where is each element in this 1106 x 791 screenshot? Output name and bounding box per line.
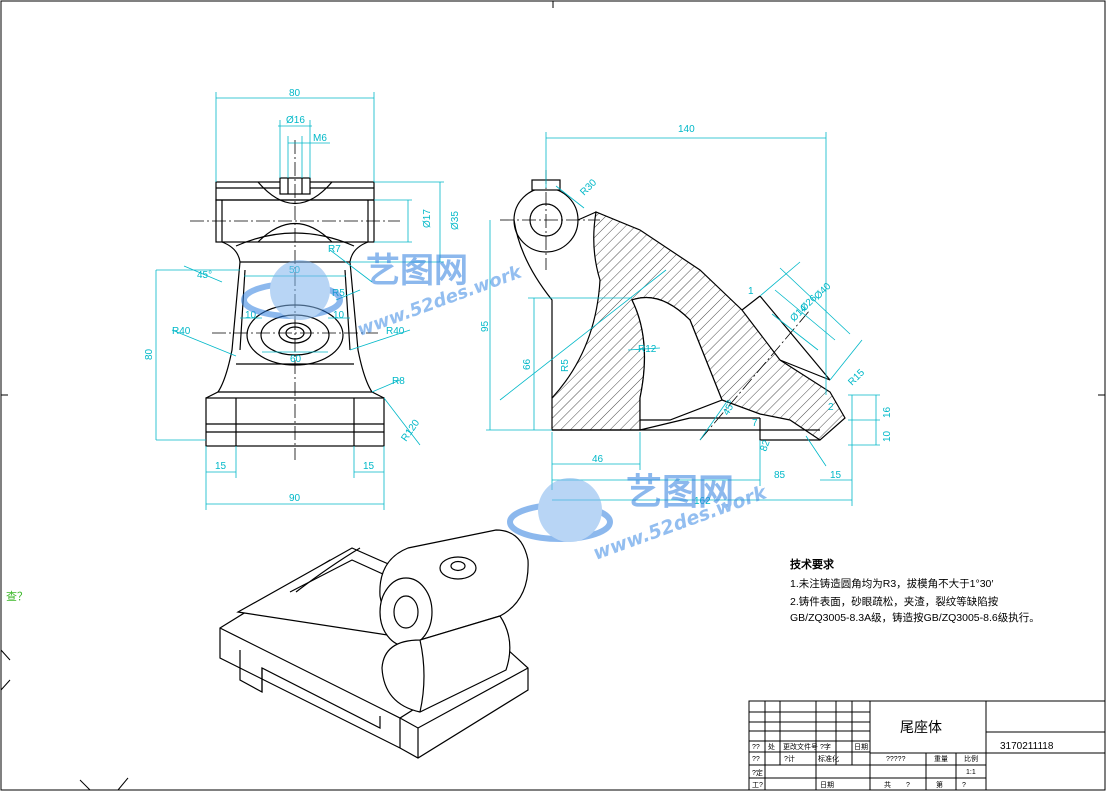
watermark-logo-text-2: 艺图网 bbox=[626, 472, 734, 513]
dim-r8: R8 bbox=[392, 376, 405, 387]
dim-r5-side: R5 bbox=[560, 359, 571, 372]
dim-r120: R120 bbox=[399, 417, 422, 443]
tb-cell-10: 1:1 bbox=[966, 769, 976, 776]
dim-length-140: 140 bbox=[678, 124, 695, 135]
tb-cell-15: ? bbox=[906, 782, 910, 789]
dim-r40-right: R40 bbox=[386, 326, 405, 337]
tb-cell-14: 共 bbox=[884, 780, 891, 789]
tb-cell-2: 处 bbox=[768, 742, 775, 751]
tb-cell-6: 标准化 bbox=[818, 754, 839, 763]
side-view-centerlines bbox=[500, 170, 811, 441]
dim-46: 46 bbox=[592, 454, 604, 465]
tb-cell-3: 更改文件号 bbox=[783, 742, 818, 751]
isometric-view bbox=[219, 529, 529, 759]
technical-note-line-2: 2.铸件表面，砂眼疏松，夹渣，裂纹等缺陷按 bbox=[790, 596, 999, 608]
side-view-dimension-lines bbox=[486, 132, 880, 506]
tb-cell-18: ?定 bbox=[752, 768, 763, 777]
dim-height-95: 95 bbox=[480, 320, 491, 332]
watermark-globe-icon bbox=[241, 260, 343, 320]
dim-angle-45: 45° bbox=[197, 270, 212, 281]
dim-85: 85 bbox=[774, 470, 786, 481]
dim-10-side: 10 bbox=[882, 430, 893, 442]
dim-height-80: 80 bbox=[144, 348, 155, 360]
dim-16: 16 bbox=[882, 406, 893, 418]
left-edge-note: 查？ bbox=[6, 591, 28, 603]
dim-162: 162 bbox=[694, 496, 711, 507]
dim-10-left: 10 bbox=[245, 310, 257, 321]
dim-height-66: 66 bbox=[522, 358, 533, 370]
tb-cell-19: ?计 bbox=[784, 754, 795, 763]
tb-cell-13: 日期 bbox=[820, 781, 834, 789]
front-view-dimension-lines bbox=[155, 92, 444, 510]
part-name: 尾座体 bbox=[900, 719, 942, 735]
dim-r30: R30 bbox=[578, 177, 599, 198]
tb-cell-12: 工? bbox=[752, 782, 763, 789]
technical-notes-heading: 技术要求 bbox=[790, 559, 834, 571]
dim-15-side: 15 bbox=[830, 470, 842, 481]
dim-r15: R15 bbox=[846, 367, 867, 388]
tb-cell-5: 日期 bbox=[854, 743, 868, 751]
title-block-texts: 尾座体 3170211118 ?? 处 更改文件号 ?字 日期 标准化 ????… bbox=[752, 719, 1054, 789]
dim-15-left: 15 bbox=[215, 461, 227, 472]
dim-15-right: 15 bbox=[363, 461, 375, 472]
tb-cell-11: ?? bbox=[752, 756, 760, 763]
drawing-number: 3170211118 bbox=[1000, 741, 1054, 752]
dim-60: 60 bbox=[290, 354, 302, 365]
tb-cell-17: ? bbox=[962, 782, 966, 789]
title-block bbox=[748, 700, 1106, 791]
dim-dia-35: Ø35 bbox=[450, 211, 461, 230]
dim-thread-m6: M6 bbox=[313, 133, 327, 144]
dim-2: 2 bbox=[828, 402, 834, 413]
watermark-globe-icon-2 bbox=[507, 478, 613, 542]
tb-cell-7: ????? bbox=[886, 756, 906, 763]
dim-1: 1 bbox=[748, 286, 754, 297]
tb-cell-9: 比例 bbox=[964, 754, 978, 763]
side-view bbox=[513, 179, 846, 441]
tb-cell-4: ?字 bbox=[820, 742, 831, 751]
tb-cell-16: 第 bbox=[936, 780, 943, 789]
technical-note-line-3: GB/ZQ3005-8.3A级，铸造按GB/ZQ3005-8.6级执行。 bbox=[790, 612, 1040, 624]
watermark-2: 艺图网 www.52des.work bbox=[507, 472, 771, 565]
technical-note-line-1: 1.未注铸造圆角均为R3，拔模角不大于1°30′ bbox=[790, 578, 994, 590]
dim-10-right: 10 bbox=[333, 310, 345, 321]
dim-width-90: 90 bbox=[289, 493, 301, 504]
dim-r12: R12 bbox=[638, 344, 657, 355]
dim-dia-17: Ø17 bbox=[422, 209, 433, 228]
watermark-logo-text: 艺图网 bbox=[366, 251, 468, 291]
dim-82: 82 bbox=[758, 438, 772, 453]
dim-r40-left: R40 bbox=[172, 326, 191, 337]
dim-bore-16: Ø16 bbox=[286, 115, 305, 126]
dim-80-top: 80 bbox=[289, 88, 301, 99]
tb-cell-1: ?? bbox=[752, 744, 760, 751]
dim-7: 7 bbox=[752, 418, 758, 429]
dim-r7: R7 bbox=[328, 244, 341, 255]
tb-cell-8: 重量 bbox=[934, 755, 948, 763]
